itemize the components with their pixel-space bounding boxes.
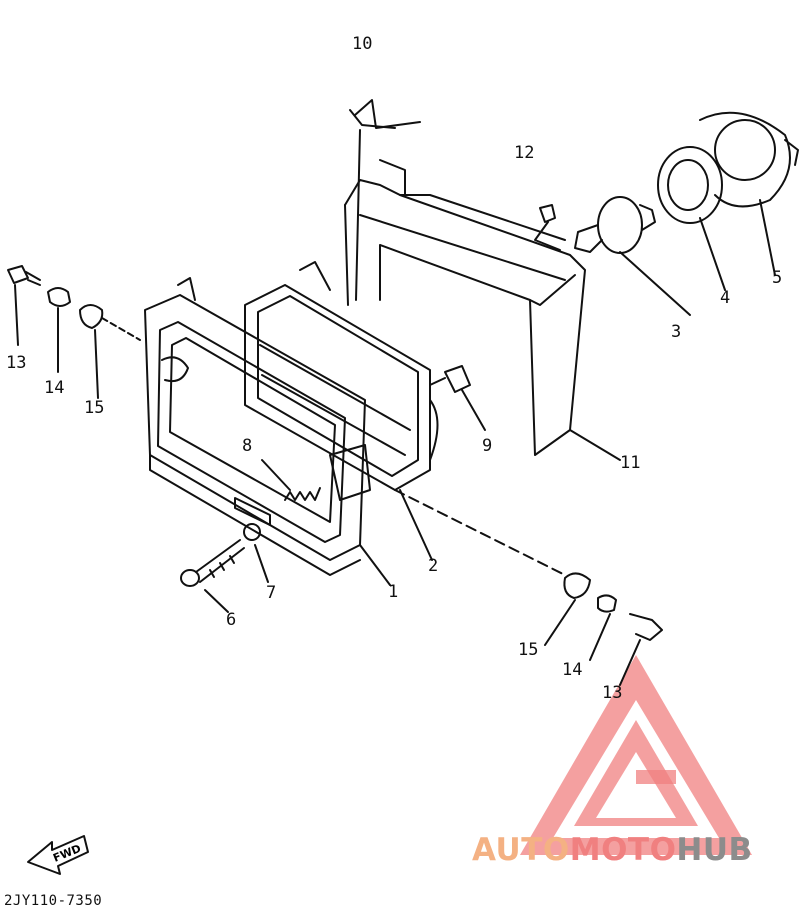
callout-13-left: 13 [6, 353, 27, 373]
callout-1: 1 [388, 582, 399, 602]
part-9-nut [429, 365, 486, 431]
diagram-code: 2JY110-7350 [4, 893, 103, 909]
callout-15-right: 15 [518, 640, 539, 660]
callout-8: 8 [242, 436, 253, 456]
callout-7: 7 [266, 583, 277, 603]
left-bolt-set [7, 265, 141, 399]
part-7-washer [243, 523, 269, 583]
callout-10: 10 [352, 34, 373, 54]
watermark-auto: AUTO [472, 832, 570, 868]
callout-13-right: 13 [602, 683, 623, 703]
part-3-bulb [574, 196, 691, 316]
callout-9: 9 [482, 436, 493, 456]
callout-2: 2 [428, 556, 439, 576]
leader-2 [399, 489, 433, 561]
callout-12: 12 [514, 143, 535, 163]
callout-15-left: 15 [84, 398, 105, 418]
watermark-moto: MOTO [569, 832, 677, 868]
callout-14-left: 14 [44, 378, 65, 398]
part-12-screw [534, 204, 561, 251]
part-6-screw [180, 539, 245, 613]
callout-5: 5 [772, 268, 783, 288]
leader-1 [359, 544, 391, 586]
part-10-wire-clip [349, 99, 421, 301]
part-1-headlight-rim [144, 277, 366, 576]
part-2-headlight-unit [244, 261, 439, 501]
part-5-rubber-cover [699, 111, 799, 276]
callout-6: 6 [226, 610, 237, 630]
callout-4: 4 [720, 288, 731, 308]
callout-3: 3 [671, 322, 682, 342]
leader-11 [569, 429, 621, 461]
callout-11: 11 [620, 453, 641, 473]
watermark-text: AUTOMOTOHUB [472, 832, 753, 868]
part-11-headlight-housing [344, 159, 586, 456]
watermark-logo [520, 655, 752, 855]
callout-14-right: 14 [562, 660, 583, 680]
part-8-spring [261, 459, 321, 501]
fwd-arrow-icon [27, 835, 89, 875]
right-bolt-set [394, 489, 663, 686]
part-4-socket [657, 146, 726, 291]
watermark-hub: HUB [676, 832, 753, 868]
